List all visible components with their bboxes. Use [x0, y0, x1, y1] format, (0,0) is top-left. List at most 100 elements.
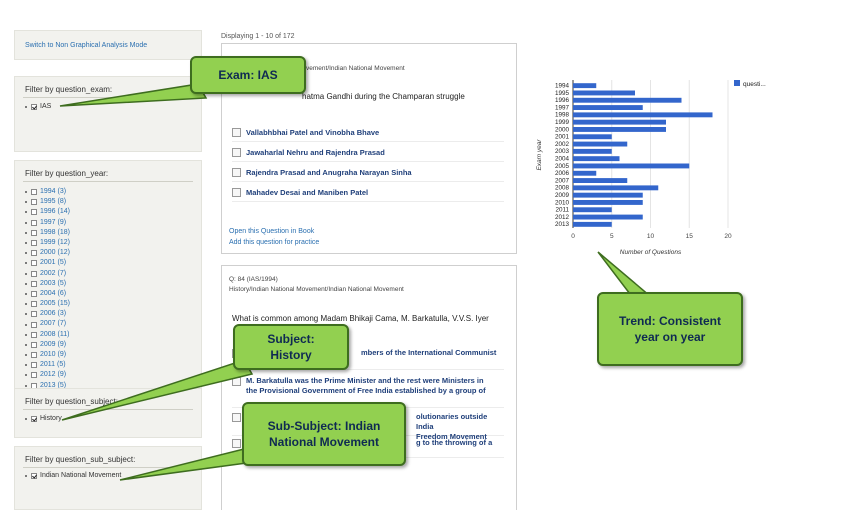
filter-checkbox[interactable]	[31, 372, 37, 379]
filter-checkbox[interactable]	[31, 219, 37, 226]
option-checkbox[interactable]	[232, 188, 241, 197]
divider	[23, 467, 193, 468]
exam-filter-panel: Filter by question_exam: IAS	[14, 76, 202, 152]
filter-item-label[interactable]: 2002 (7)	[40, 269, 67, 277]
option-3[interactable]: Rajendra Prasad and Anugraha Narayan Sin…	[232, 164, 504, 182]
bullet-icon	[25, 475, 27, 478]
filter-item[interactable]: 2002 (7)	[25, 269, 70, 279]
trend-callout: Trend: Consistent year on year	[597, 292, 743, 366]
year-filter-title: Filter by question_year:	[25, 169, 109, 178]
filter-item-label[interactable]: 2006 (3)	[40, 310, 67, 318]
filter-item-label[interactable]: 2005 (15)	[40, 300, 70, 308]
filter-item-label[interactable]: IAS	[40, 103, 52, 110]
filter-item[interactable]: 2000 (12)	[25, 248, 70, 258]
filter-item[interactable]: 2010 (9)	[25, 350, 70, 360]
category-label: 1997	[555, 104, 570, 111]
option-checkbox[interactable]	[232, 439, 241, 448]
filter-item[interactable]: 1996 (14)	[25, 207, 70, 217]
filter-item[interactable]: 2009 (9)	[25, 340, 70, 350]
option-checkbox[interactable]	[232, 128, 241, 137]
bullet-icon	[25, 343, 27, 346]
filter-item-label[interactable]: 1996 (14)	[40, 208, 70, 216]
filter-checkbox[interactable]	[31, 189, 37, 196]
filter-checkbox[interactable]	[31, 280, 37, 287]
open-in-book-link[interactable]: Open this Question in Book	[229, 228, 315, 235]
bar	[573, 214, 643, 220]
filter-item-label[interactable]: 2008 (11)	[40, 330, 70, 338]
option-checkbox[interactable]	[232, 377, 241, 386]
y-axis-title: Exam year	[536, 139, 543, 171]
option-checkbox[interactable]	[232, 148, 241, 157]
filter-item[interactable]: 1995 (8)	[25, 197, 70, 207]
filter-checkbox[interactable]	[31, 240, 37, 247]
filter-item[interactable]: Indian National Movement	[25, 471, 121, 481]
filter-checkbox[interactable]	[31, 311, 37, 318]
filter-item[interactable]: 2004 (6)	[25, 289, 70, 299]
filter-checkbox[interactable]	[31, 209, 37, 216]
filter-item-label[interactable]: 2000 (12)	[40, 249, 70, 257]
filter-checkbox[interactable]	[31, 270, 37, 277]
filter-checkbox[interactable]	[31, 104, 37, 111]
filter-item[interactable]: 1997 (9)	[25, 218, 70, 228]
option-checkbox[interactable]	[232, 413, 241, 422]
filter-checkbox[interactable]	[31, 301, 37, 308]
filter-checkbox[interactable]	[31, 321, 37, 328]
filter-item[interactable]: History	[25, 414, 62, 424]
filter-item[interactable]: 2006 (3)	[25, 309, 70, 319]
filter-item[interactable]: 2012 (9)	[25, 370, 70, 380]
add-to-practice-link[interactable]: Add this question for practice	[229, 239, 320, 246]
filter-item[interactable]: 2007 (7)	[25, 319, 70, 329]
filter-item-label[interactable]: 2007 (7)	[40, 320, 67, 328]
option-checkbox[interactable]	[232, 168, 241, 177]
filter-checkbox[interactable]	[31, 260, 37, 267]
filter-checkbox[interactable]	[31, 362, 37, 369]
filter-checkbox[interactable]	[31, 416, 37, 423]
filter-checkbox[interactable]	[31, 290, 37, 297]
filter-item-label[interactable]: 2004 (6)	[40, 289, 67, 297]
filter-item-label[interactable]: 2011 (5)	[40, 361, 66, 369]
switch-mode-link[interactable]: Switch to Non Graphical Analysis Mode	[25, 42, 148, 49]
category-label: 1999	[555, 119, 570, 126]
filter-checkbox[interactable]	[31, 229, 37, 236]
filter-item[interactable]: 1994 (3)	[25, 187, 70, 197]
divider	[23, 181, 193, 182]
filter-item-label[interactable]: 1999 (12)	[40, 238, 70, 246]
filter-item-label[interactable]: 1997 (9)	[40, 218, 67, 226]
filter-item-label[interactable]: 2001 (5)	[40, 259, 67, 267]
filter-checkbox[interactable]	[31, 341, 37, 348]
category-label: 1995	[555, 90, 570, 97]
divider	[23, 409, 193, 410]
filter-checkbox[interactable]	[31, 250, 37, 257]
option-1[interactable]: Vallabhbhai Patel and Vinobha Bhave	[232, 124, 504, 142]
filter-item[interactable]: IAS	[25, 102, 51, 112]
filter-item-label[interactable]: 1998 (18)	[40, 228, 70, 236]
bar	[573, 178, 628, 183]
filter-item-label[interactable]: 2012 (9)	[40, 371, 67, 379]
option-label-line: Freedom Movement	[416, 432, 487, 441]
filter-checkbox[interactable]	[31, 199, 37, 206]
filter-item-label[interactable]: History	[40, 415, 62, 422]
filter-item-label[interactable]: 1994 (3)	[40, 188, 67, 195]
filter-item-label[interactable]: 2010 (9)	[40, 351, 67, 358]
filter-item[interactable]: 1998 (18)	[25, 228, 70, 238]
filter-checkbox[interactable]	[31, 352, 37, 359]
option-2[interactable]: Jawaharlal Nehru and Rajendra Prasad	[232, 144, 504, 162]
bar	[573, 127, 666, 132]
filter-item[interactable]: 2001 (5)	[25, 258, 70, 268]
filter-item[interactable]: 2003 (5)	[25, 279, 70, 289]
filter-item-label[interactable]: Indian National Movement	[40, 472, 122, 479]
filter-item-label[interactable]: 2009 (9)	[40, 340, 67, 348]
option-label-group: M. Barkatulla was the Prime Minister and…	[246, 376, 486, 407]
filter-checkbox[interactable]	[31, 473, 37, 480]
filter-item[interactable]: 1999 (12)	[25, 238, 70, 248]
filter-item-label[interactable]: 2013 (5)	[40, 381, 67, 389]
filter-item[interactable]: 2011 (5)	[25, 360, 70, 370]
filter-item[interactable]: 2008 (11)	[25, 330, 70, 340]
question-card-2: Q: 84 (IAS/1994) History/Indian National…	[221, 265, 517, 510]
filter-item-label[interactable]: 2003 (5)	[40, 279, 67, 287]
filter-item[interactable]: 2005 (15)	[25, 299, 70, 309]
filter-checkbox[interactable]	[31, 331, 37, 338]
filter-item-label[interactable]: 1995 (8)	[40, 198, 67, 206]
option-4[interactable]: Mahadev Desai and Maniben Patel	[232, 184, 504, 202]
